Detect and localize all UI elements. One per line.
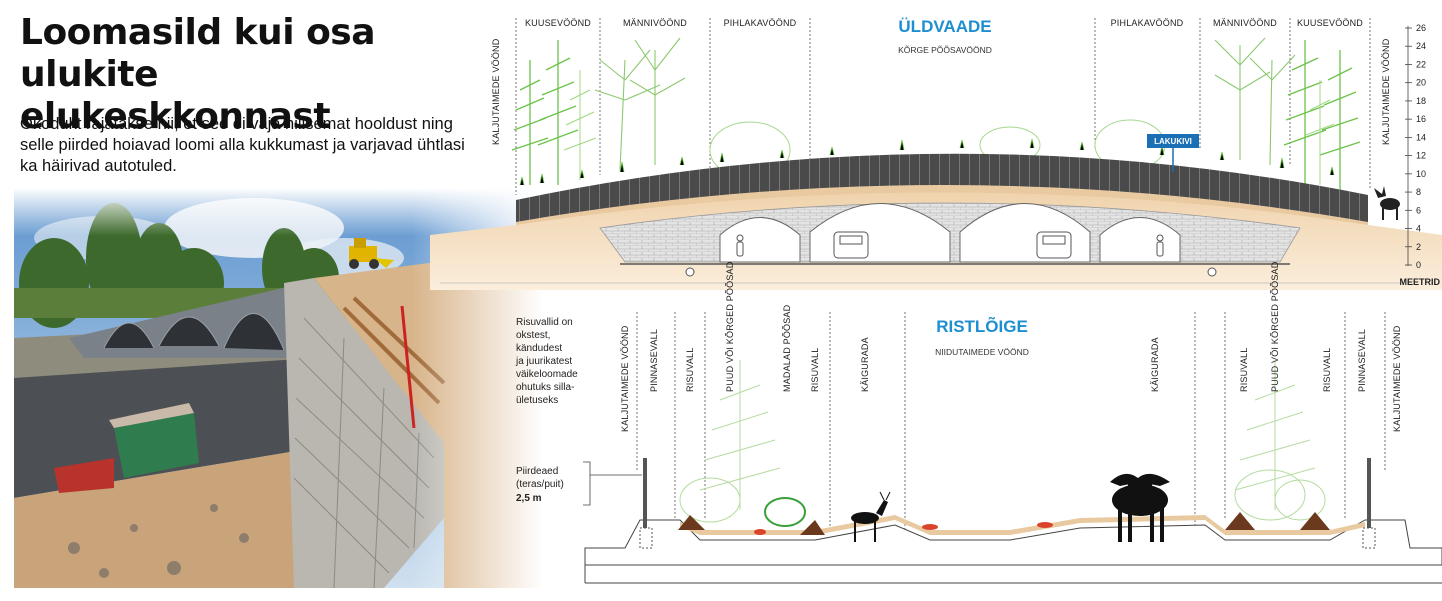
axis-tick-label: 6: [1416, 205, 1421, 215]
zone-label-top-3: PIHLAKAVÖÖND: [1111, 18, 1184, 28]
zone-label-vertical-1: PINNASEVALL: [649, 329, 659, 392]
lede-text: Ökodukt rajatakse nii, et see ei vaja hi…: [20, 115, 465, 175]
zone-label-top-5: KUUSEVÖÖND: [1297, 18, 1363, 28]
axis-tick-label: 22: [1416, 59, 1426, 69]
zone-label-side-right: KALJUTAIMEDE VÖÖND: [1381, 38, 1391, 145]
cross-section-title: RISTLÕIGE: [936, 316, 1028, 336]
zone-label-top-4: MÄNNIVÖÖND: [1213, 18, 1277, 28]
headline: Loomasild kui osa ulukite elukeskkonnast: [20, 12, 470, 138]
overview-title: ÜLDVAADE: [898, 17, 991, 36]
lakukivi-label: LAKUKIVI: [1154, 137, 1192, 146]
note-line-2: kändudest: [516, 343, 562, 354]
axis-tick-label: 8: [1416, 187, 1421, 197]
overview-section: LAKUKIVI KUUSEVÖÖND MÄNNIVÖÖND PIHLAKAVÖ…: [430, 17, 1442, 290]
person-silhouette-icon: [1156, 234, 1164, 257]
zone-label-vertical-9: PUUD VÕI KÕRGED PÕÕSAD: [1270, 261, 1280, 392]
moose-silhouette-icon: [1110, 473, 1170, 542]
zone-label-vertical-3: PUUD VÕI KÕRGED PÕÕSAD: [725, 261, 735, 392]
zone-label-vertical-12: KALJUTAIMEDE VÖÖND: [1392, 325, 1402, 432]
deer-silhouette-icon: [851, 491, 891, 542]
note-line-5: ohutuks silla-: [516, 382, 574, 393]
headline-line-2: ulukite elukeskkonnast: [20, 54, 331, 137]
axis-tick-label: 0: [1416, 260, 1421, 270]
moose-silhouette-icon: [1374, 186, 1400, 220]
car-icon: [1036, 231, 1072, 259]
fence-line-0: Piirdeaed: [516, 466, 558, 477]
fence-height: 2,5 m: [516, 493, 542, 504]
zone-label-top-2: PIHLAKAVÖÖND: [724, 18, 797, 28]
note-line-4: väikeloomade: [516, 369, 578, 380]
brush-note: Risuvallid on okstest, kändudest ja juur…: [515, 317, 578, 406]
zone-label-vertical-5: RISUVALL: [810, 348, 820, 392]
axis-tick-label: 16: [1416, 114, 1426, 124]
note-line-6: ületuseks: [516, 395, 558, 406]
lakukivi-marker: LAKUKIVI: [1147, 134, 1199, 172]
note-line-3: ja juurikatest: [515, 356, 572, 367]
note-line-0: Risuvallid on: [516, 317, 573, 328]
zone-label-vertical-4: MADALAD PÕÕSAD: [782, 304, 792, 392]
axis-tick-label: 24: [1416, 41, 1426, 51]
axis-tick-label: 26: [1416, 23, 1426, 33]
axis-tick-label: 14: [1416, 132, 1426, 142]
axis-tick-label: 10: [1416, 169, 1426, 179]
zone-label-vertical-7: KÄIGURADA: [1150, 337, 1160, 392]
construction-photo: [14, 188, 544, 588]
person-silhouette-icon: [736, 234, 744, 257]
cross-section-subtitle: NIIDUTAIMEDE VÖÖND: [935, 347, 1029, 357]
zone-label-vertical-11: PINNASEVALL: [1357, 329, 1367, 392]
zone-label-vertical-0: KALJUTAIMEDE VÖÖND: [620, 325, 630, 432]
zone-label-vertical-8: RISUVALL: [1239, 348, 1249, 392]
zone-label-vertical-2: RISUVALL: [685, 348, 695, 392]
fence-note: Piirdeaed (teras/puit) 2,5 m: [516, 461, 642, 506]
fence-line-1: (teras/puit): [516, 479, 564, 490]
overview-subtitle: KÕRGE PÕÕSAVÖÖND: [898, 45, 992, 55]
axis-tick-label: 18: [1416, 96, 1426, 106]
axis-tick-label: 2: [1416, 242, 1421, 252]
axis-tick-label: 4: [1416, 224, 1421, 234]
car-icon: [833, 231, 869, 259]
zone-label-vertical-6: KÄIGURADA: [860, 337, 870, 392]
axis-unit-label: MEETRID: [1400, 277, 1441, 287]
zone-label-top-1: MÄNNIVÖÖND: [623, 18, 687, 28]
cross-section: KALJUTAIMEDE VÖÖND PINNASEVALL RISUVALL PUU…: [515, 261, 1442, 584]
zone-label-top-0: KUUSEVÖÖND: [525, 18, 591, 28]
zone-label-vertical-10: RISUVALL: [1322, 348, 1332, 392]
axis-tick-label: 20: [1416, 78, 1426, 88]
headline-line-1: Loomasild kui osa: [20, 12, 376, 53]
axis-tick-label: 12: [1416, 151, 1426, 161]
zone-label-side-left: KALJUTAIMEDE VÖÖND: [491, 38, 501, 145]
note-line-1: okstest,: [516, 330, 550, 341]
